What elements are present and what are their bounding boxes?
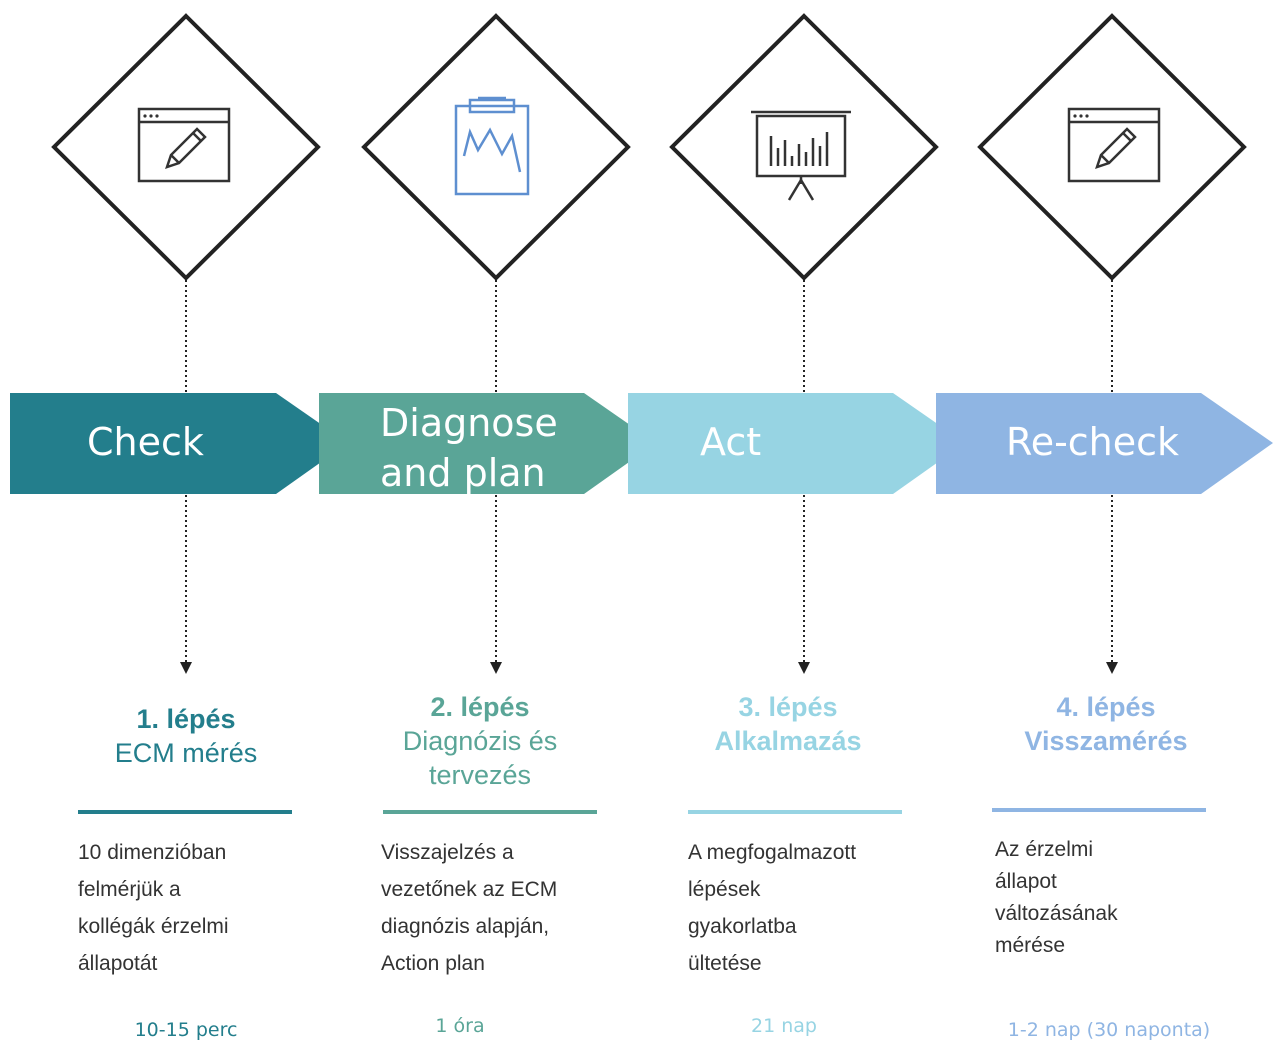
step-2-duration: 1 óra: [435, 1015, 485, 1037]
step-2-heading: 2. lépés Diagnózis és tervezés: [360, 690, 600, 792]
chevron-act: [628, 393, 965, 494]
step-number: 4. lépés: [1056, 692, 1156, 722]
chevron-recheck: [936, 393, 1273, 494]
step-number: 1. lépés: [136, 704, 236, 734]
step-3-description: A megfogalmazott lépések gyakorlatba ült…: [688, 841, 857, 975]
step-2-description: Visszajelzés a vezetőnek az ECM diagnózi…: [381, 841, 558, 975]
chevron-diagnose: [319, 393, 656, 494]
step-divider: [78, 810, 292, 814]
diamond-3: [669, 13, 939, 281]
step-divider: [383, 810, 597, 814]
step-1-duration: 10-15 perc: [134, 1019, 238, 1041]
diamond-1: [51, 13, 321, 281]
diamond-row: [51, 13, 1247, 281]
step-4-duration: 1-2 nap (30 naponta): [1007, 1019, 1211, 1041]
step-3-duration: 21 nap: [751, 1015, 817, 1037]
browser-pencil-icon: [137, 107, 231, 183]
step-number: 2. lépés: [430, 692, 530, 722]
chevron-label-act: Act: [700, 420, 761, 464]
step-4-heading: 4. lépés Visszamérés: [986, 690, 1226, 758]
diamond-2: [361, 13, 631, 281]
chevron-check: [10, 393, 348, 494]
step-4-description: Az érzelmi állapot változásának mérése: [995, 838, 1118, 957]
step-divider: [688, 810, 902, 814]
chevron-labels: Check Diagnose and plan Act Re-check: [87, 401, 1179, 495]
diamond-4: [977, 13, 1247, 281]
step-1-heading: 1. lépés ECM mérés: [66, 702, 306, 770]
presentation-board-icon: [751, 110, 851, 201]
chevron-label-plan: and plan: [380, 451, 546, 495]
browser-pencil-icon: [1067, 107, 1161, 183]
chevron-row: [10, 393, 1273, 494]
step-title: Diagnózis és tervezés: [402, 726, 558, 790]
chevron-label-recheck: Re-check: [1006, 420, 1179, 464]
step-divider: [992, 808, 1206, 812]
chevron-label-check: Check: [87, 420, 204, 464]
step-title: Visszamérés: [1024, 726, 1188, 756]
step-1-description: 10 dimenzióban felmérjük a kollégák érze…: [78, 841, 229, 975]
step-number: 3. lépés: [738, 692, 838, 722]
step-3-heading: 3. lépés Alkalmazás: [668, 690, 908, 758]
step-title: Alkalmazás: [714, 726, 862, 756]
step-title: ECM mérés: [114, 738, 258, 768]
chevron-label-diagnose: Diagnose: [380, 401, 558, 445]
clipboard-chart-icon: [454, 96, 530, 196]
